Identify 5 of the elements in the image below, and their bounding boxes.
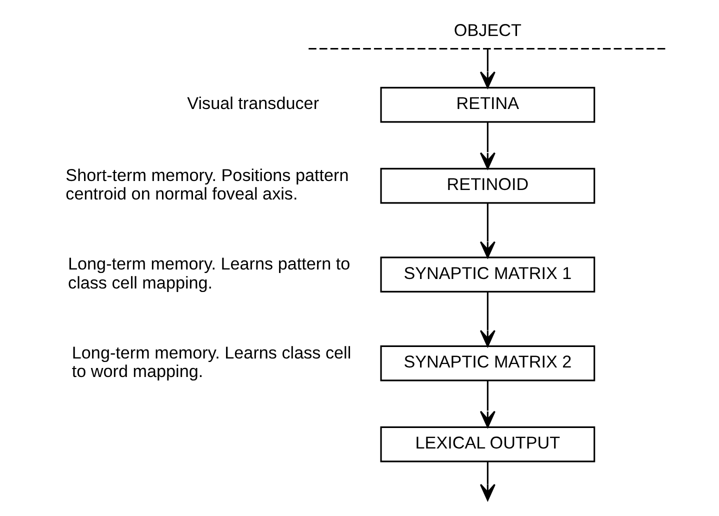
node-label: Long-term memory. Learns pattern to class cell mapping. xyxy=(68,254,350,292)
node-label: Short-term memory. Positions pattern centroid on normal foveal axis. xyxy=(65,166,348,204)
node-text: OBJECT xyxy=(453,21,521,40)
node-label: Long-term memory. Learns class cell to word mapping. xyxy=(71,343,351,382)
node-label: Visual transducer xyxy=(186,94,319,114)
